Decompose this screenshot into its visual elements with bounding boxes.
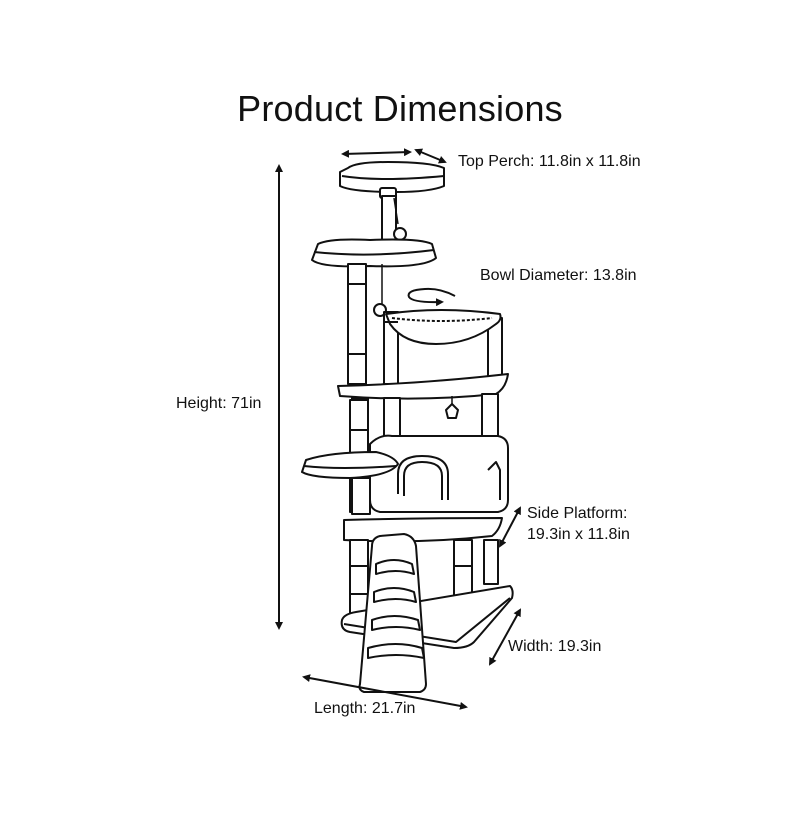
hammock-bowl [383,309,503,385]
side-step-platform [301,451,399,479]
width-arrow [489,608,521,666]
second-perch [311,238,437,268]
lower-platform [343,517,503,543]
top-perch-width-arrow [414,148,447,164]
top-perch [339,161,445,199]
post-lower-left [349,539,369,617]
bowl-diameter-label: Bowl Diameter: 13.8in [480,267,637,284]
side-platform-label-line1: Side Platform: [527,505,628,522]
dangling-ball-top [393,227,407,241]
bowl-rotation-arrow [407,287,456,307]
top-perch-length-arrow [341,148,412,158]
page-title: Product Dimensions [237,88,563,129]
ladder-ramp [358,533,427,693]
length-arrow [302,674,468,710]
top-perch-label: Top Perch: 11.8in x 11.8in [458,153,641,170]
side-platform-label-line2: 19.3in x 11.8in [527,526,630,543]
condo-house [369,434,509,513]
width-label: Width: 19.3in [508,638,602,655]
height-label: Height: 71in [176,395,262,412]
post-level-2 [347,263,367,385]
side-platform-arrow [499,506,521,548]
